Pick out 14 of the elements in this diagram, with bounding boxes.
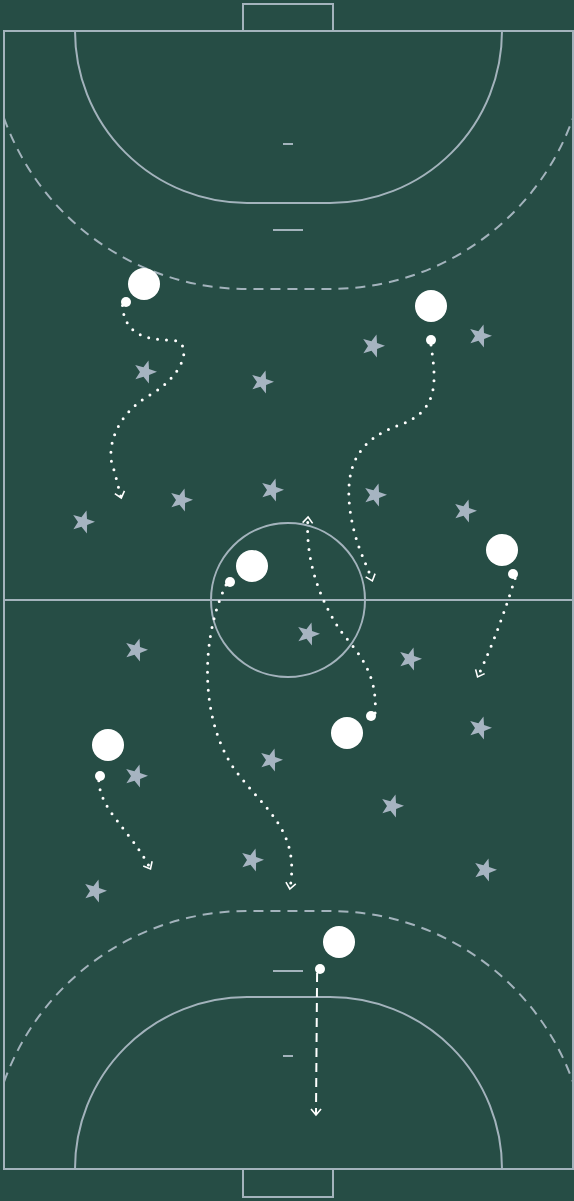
run-path-arrow — [302, 516, 377, 715]
pass-arrow — [310, 972, 322, 1116]
player-with-ball-icon — [92, 729, 124, 781]
player-with-ball-icon — [415, 290, 447, 345]
run-path-arrow — [109, 304, 186, 499]
player-with-ball-icon — [331, 711, 376, 749]
run-path-arrow — [97, 779, 153, 870]
run-path-arrow — [206, 583, 297, 890]
player-with-ball-icon — [486, 534, 518, 579]
player-with-ball-icon — [225, 550, 268, 587]
player-with-ball-icon — [121, 268, 160, 307]
player-with-ball-icon — [315, 926, 355, 974]
run-path-arrow — [347, 343, 436, 582]
run-path-arrow — [474, 577, 517, 678]
